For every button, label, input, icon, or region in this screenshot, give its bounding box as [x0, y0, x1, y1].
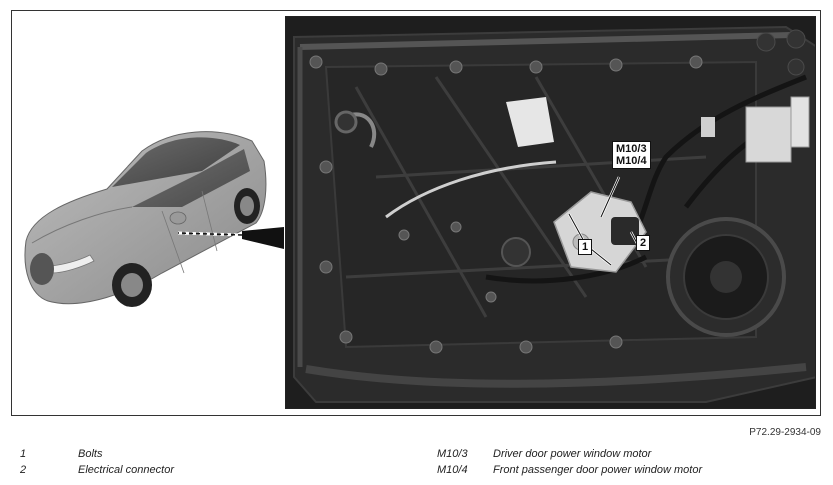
callout-connector: 2: [636, 235, 651, 251]
legend-right: M10/3 Driver door power window motor M10/…: [437, 446, 702, 478]
callout-motor-label: M10/3 M10/4: [612, 141, 651, 169]
figure-reference-code: P72.29-2934-09: [749, 427, 821, 438]
door-photo: M10/3 M10/4 1 2: [285, 16, 816, 409]
legend-text: Front passenger door power window motor: [493, 464, 703, 476]
car-illustration: [12, 11, 287, 415]
legend-item: M10/4 Front passenger door power window m…: [437, 462, 702, 478]
legend-text: Electrical connector: [78, 464, 174, 476]
legend-left: 1 Bolts 2 Electrical connector: [20, 446, 174, 478]
legend-key: M10/4: [437, 464, 468, 476]
legend-item: 1 Bolts: [20, 446, 174, 462]
legend-text: Driver door power window motor: [493, 448, 652, 460]
car-drawing: [24, 131, 267, 307]
callout-motor-line2: M10/4: [616, 155, 647, 167]
legend-item: M10/3 Driver door power window motor: [437, 446, 702, 462]
figure-frame: M10/3 M10/4 1 2: [11, 10, 821, 416]
pointer-line: [177, 227, 284, 249]
legend-item: 2 Electrical connector: [20, 462, 174, 478]
callout-bolts: 1: [578, 239, 593, 255]
legend-key: M10/3: [437, 448, 468, 460]
callout-motor-line1: M10/3: [616, 143, 647, 155]
legend-text: Bolts: [78, 448, 103, 460]
legend-key: 1: [20, 448, 27, 460]
door-interior-drawing: [286, 17, 815, 408]
legend-key: 2: [20, 464, 27, 476]
